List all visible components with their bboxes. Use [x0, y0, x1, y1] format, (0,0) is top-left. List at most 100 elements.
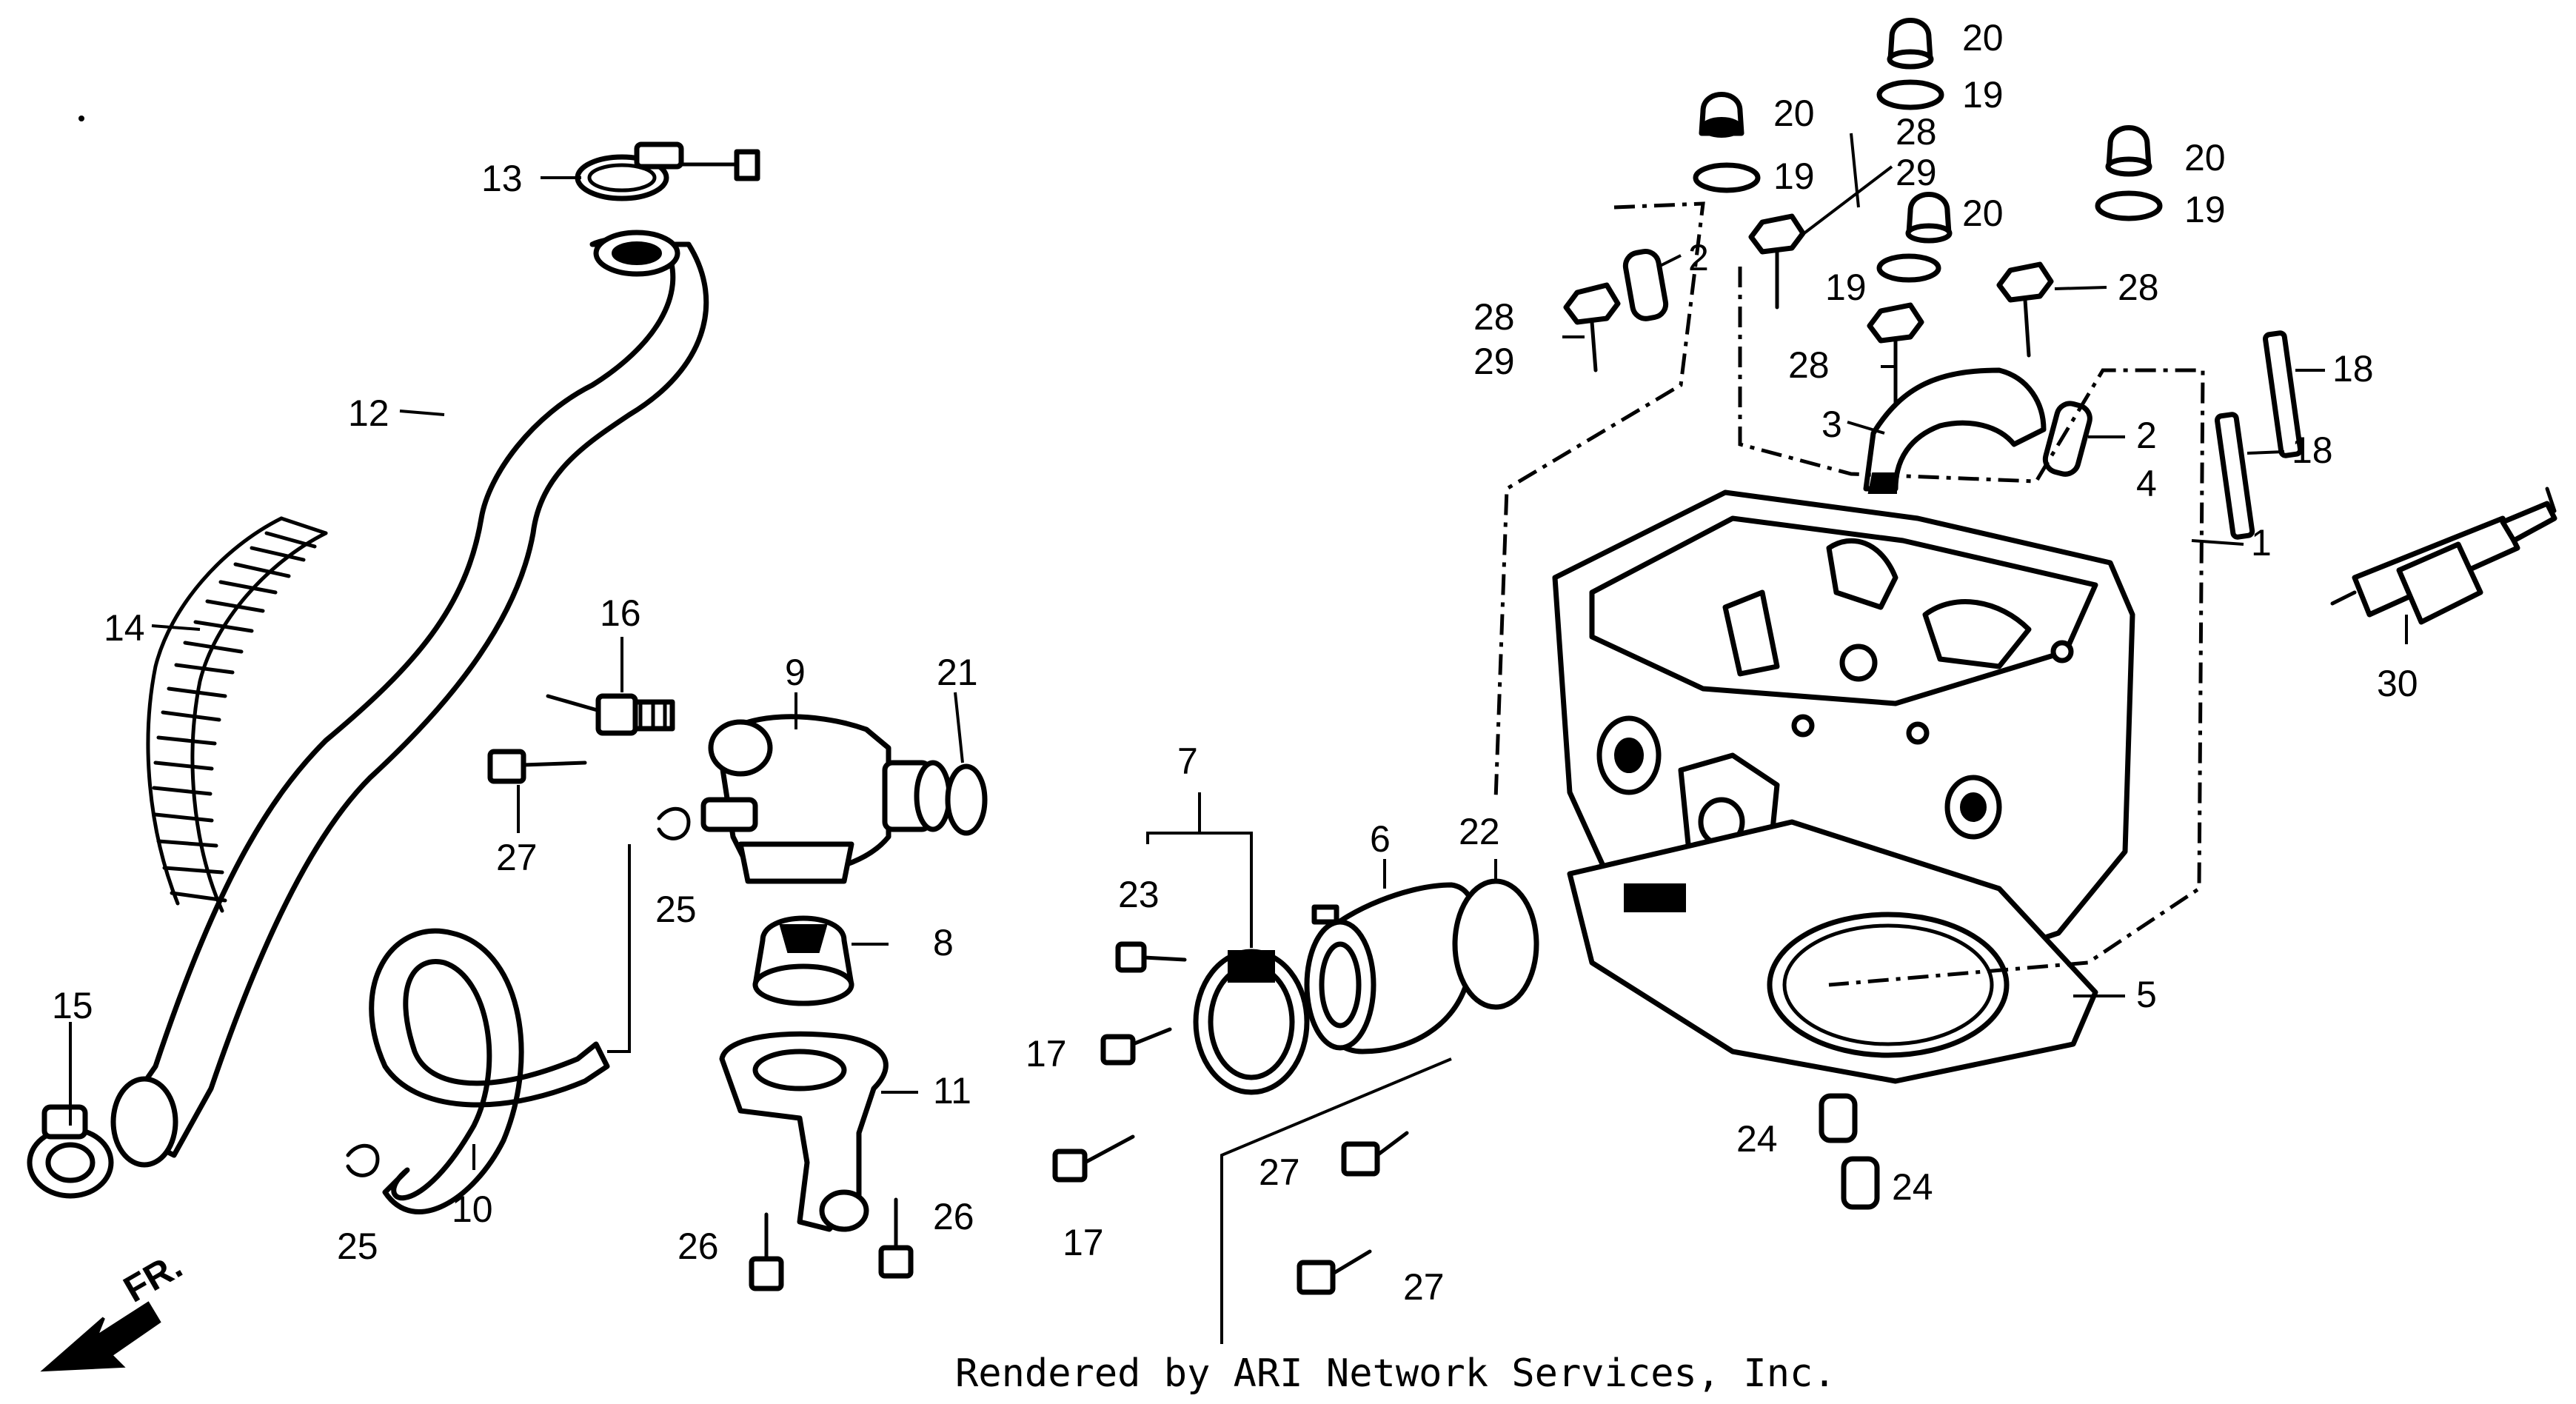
part-28-bolt-d — [1996, 261, 2054, 358]
callout-15: 15 — [52, 985, 93, 1026]
callout-2-upper: 2 — [1688, 237, 1709, 278]
callout-19-left: 19 — [1773, 156, 1815, 197]
callout-9: 9 — [785, 652, 806, 693]
callout-23: 23 — [1118, 874, 1160, 915]
callout-27-left: 27 — [496, 837, 538, 878]
callout-numbers: 13 12 14 15 16 9 21 27 25 8 11 10 25 26 … — [52, 17, 2418, 1308]
callout-10: 10 — [452, 1189, 493, 1230]
front-direction-arrow: FR. — [40, 1245, 190, 1372]
callout-24-upper: 24 — [1736, 1118, 1778, 1160]
part-27-bolt-middle — [1341, 1131, 1409, 1177]
callout-13: 13 — [481, 158, 523, 199]
part-24-dowel-lower — [1841, 1156, 1880, 1210]
callout-29-left: 29 — [1473, 341, 1515, 382]
callout-22: 22 — [1459, 811, 1500, 852]
part-12-radiator-hose — [110, 230, 709, 1168]
part-20-cap-nut-a — [1699, 92, 1744, 138]
part-10-bypass-tube — [369, 844, 631, 1214]
part-11-water-outlet — [719, 1031, 889, 1232]
part-28-bolt-c — [1867, 302, 1924, 406]
callout-19-top: 19 — [1962, 74, 2004, 116]
callout-6: 6 — [1370, 818, 1391, 860]
part-18-stud-upper — [2262, 330, 2304, 458]
part-23-bolt — [1115, 941, 1187, 973]
part-30-spark-plug — [2330, 487, 2557, 625]
callout-19-right: 19 — [2184, 189, 2226, 230]
callout-2-right: 2 — [2136, 415, 2157, 456]
callout-28-mid: 28 — [1788, 344, 1830, 386]
callout-8: 8 — [933, 922, 954, 963]
part-2-dowel-right — [2042, 401, 2092, 477]
callout-24-lower: 24 — [1892, 1166, 1933, 1208]
callout-20-top: 20 — [1962, 17, 2004, 58]
assembly-outline-right — [1738, 267, 2205, 987]
callout-29-top: 29 — [1896, 152, 1937, 193]
leader-lines — [69, 133, 2408, 1170]
callout-5: 5 — [2136, 974, 2157, 1015]
part-22-o-ring — [1452, 878, 1539, 1010]
callout-17-lower: 17 — [1063, 1222, 1104, 1263]
callout-1: 1 — [2251, 522, 2272, 564]
assembly-outline-left — [1493, 201, 1705, 800]
callout-28-right: 28 — [2118, 267, 2159, 308]
part-7-band-clamp — [1146, 792, 1310, 1095]
callout-26-left: 26 — [678, 1226, 719, 1267]
part-25-clip-upper — [657, 806, 691, 840]
part-27-bolt-left — [487, 749, 587, 784]
callout-19-mid: 19 — [1825, 267, 1867, 308]
callout-30: 30 — [2377, 663, 2418, 704]
part-17-bolt-upper — [1100, 1027, 1172, 1066]
part-26-bolt-left — [749, 1212, 784, 1291]
callout-25-lower: 25 — [337, 1226, 378, 1267]
part-19-washer-a — [1693, 162, 1761, 193]
part-9-thermostat-housing — [700, 714, 952, 884]
part-20-cap-nut-c — [2105, 125, 2152, 177]
part-19-washer-c — [1876, 253, 1941, 283]
leader-lower-dash — [1220, 1057, 1452, 1344]
part-24-dowel-upper — [1819, 1093, 1858, 1143]
callout-20-mid: 20 — [1962, 193, 2004, 234]
callout-18-lower: 18 — [2292, 429, 2333, 471]
callout-17-upper: 17 — [1026, 1033, 1067, 1074]
callout-11: 11 — [933, 1070, 971, 1112]
callout-18-upper: 18 — [2332, 348, 2374, 390]
part-28-bolt-a — [1563, 282, 1621, 372]
part-19-washer-b — [1876, 79, 1944, 110]
callout-12: 12 — [348, 392, 389, 434]
callout-7: 7 — [1177, 741, 1198, 782]
footer-credit: Rendered by ARI Network Services, Inc. — [955, 1351, 1836, 1396]
part-21-o-ring — [945, 763, 988, 836]
part-14-spring — [146, 516, 328, 913]
part-28-bolt-b — [1748, 213, 1806, 310]
front-marker-label: FR. — [117, 1245, 190, 1311]
callout-21: 21 — [937, 652, 978, 693]
part-20-cap-nut-d — [1905, 192, 1953, 244]
part-25-clip-lower — [346, 1143, 380, 1177]
part-2-dowel-upper — [1622, 249, 1669, 321]
callout-28-left: 28 — [1473, 296, 1515, 338]
part-6-insulator — [1304, 882, 1479, 1054]
callout-26-right: 26 — [933, 1196, 974, 1237]
callout-28-top: 28 — [1896, 111, 1937, 153]
part-13-hose-clamp — [575, 141, 760, 201]
part-19-washer-d — [2095, 190, 2163, 221]
callout-27-middle: 27 — [1259, 1151, 1300, 1193]
part-26-bolt-right — [878, 1197, 914, 1279]
callout-25-upper: 25 — [655, 889, 697, 930]
part-17-bolt-lower — [1052, 1134, 1135, 1183]
part-8-thermostat — [752, 915, 854, 1006]
callout-4: 4 — [2136, 463, 2157, 504]
callout-27-lower: 27 — [1403, 1266, 1445, 1308]
part-5-head-gasket — [1567, 819, 2098, 1084]
callout-16: 16 — [600, 592, 641, 634]
part-20-cap-nut-b — [1887, 18, 1934, 70]
callout-20-left: 20 — [1773, 93, 1815, 134]
callout-3: 3 — [1821, 404, 1842, 445]
part-18-stud-lower — [2214, 412, 2255, 540]
part-27-bolt-lower — [1297, 1249, 1372, 1295]
part-16-sensor — [546, 693, 675, 736]
callout-20-right: 20 — [2184, 137, 2226, 178]
part-15-hose-clamp — [27, 1104, 114, 1199]
callout-14: 14 — [104, 607, 145, 649]
